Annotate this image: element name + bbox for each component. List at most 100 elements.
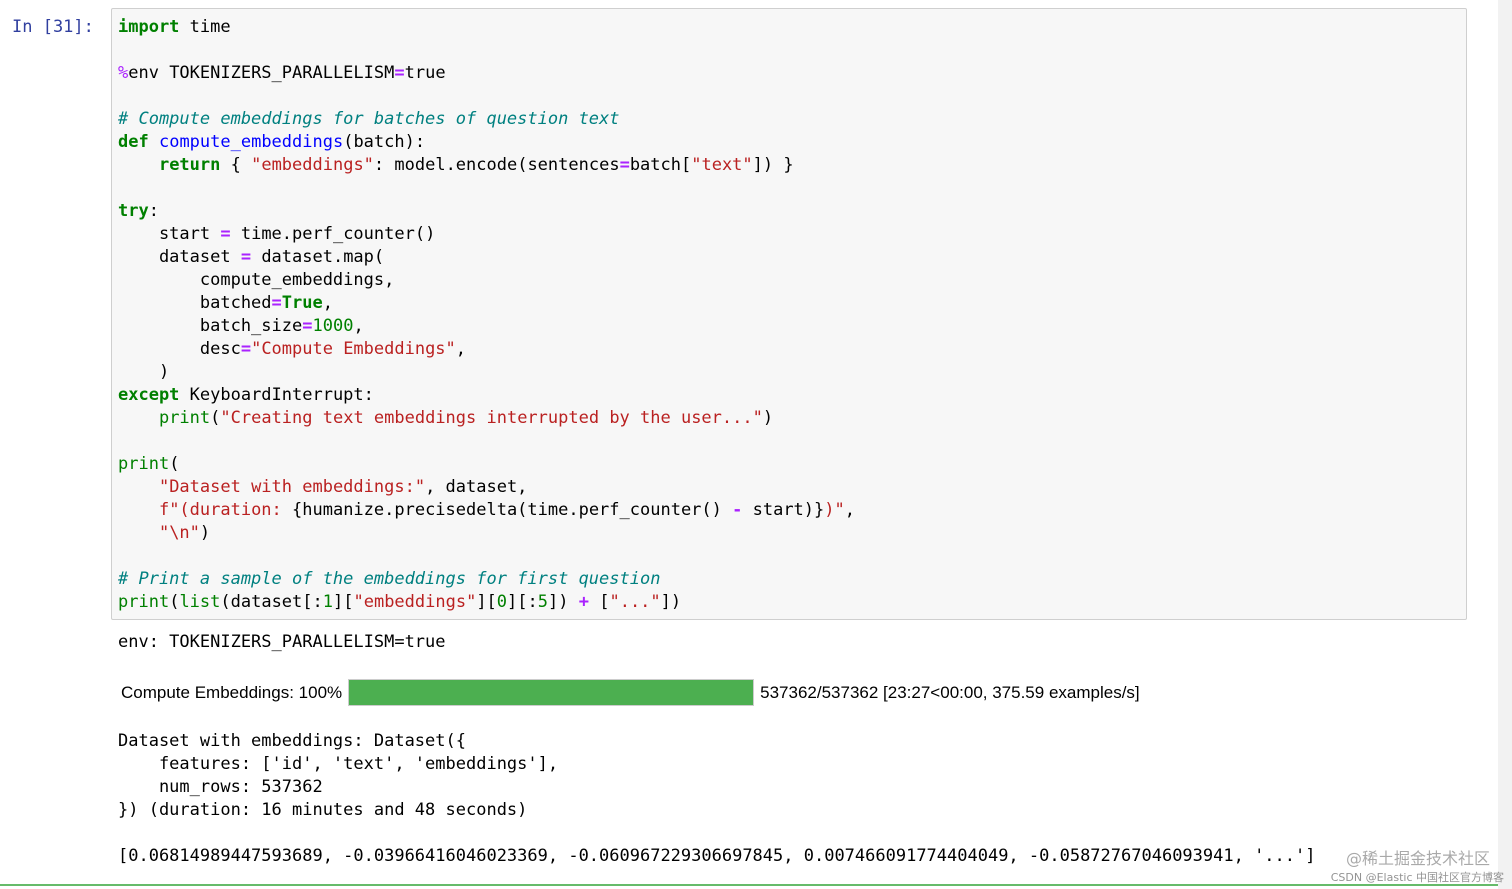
code-token: , dataset,	[425, 477, 528, 497]
code-line: print("Creating text embeddings interrup…	[118, 407, 855, 430]
code-token: # Print a sample of the embeddings for f…	[118, 569, 661, 589]
code-token: True	[281, 293, 323, 313]
code-token	[118, 408, 159, 428]
code-token: (dataset[:	[220, 592, 323, 612]
code-token: =	[302, 316, 313, 336]
code-token: =	[394, 63, 405, 83]
code-token: "\n"	[158, 523, 200, 543]
code-token: "Compute Embeddings"	[251, 339, 456, 359]
code-token: ,	[353, 316, 364, 336]
code-token	[118, 500, 159, 520]
code-line: compute_embeddings,	[118, 269, 855, 292]
code-line: f"(duration: {humanize.precisedelta(time…	[118, 499, 855, 522]
code-token	[149, 132, 159, 152]
code-line: except KeyboardInterrupt:	[118, 384, 855, 407]
code-token: env TOKENIZERS_PARALLELISM	[128, 63, 395, 83]
code-token: return	[158, 155, 221, 175]
code-line	[118, 39, 855, 62]
code-token: compute_embeddings	[158, 132, 344, 152]
code-token: def	[118, 132, 149, 152]
code-line: start = time.perf_counter()	[118, 223, 855, 246]
output-embedding-sample: [0.06814989447593689, -0.039664160460233…	[118, 846, 1316, 866]
code-line: batch_size=1000,	[118, 315, 855, 338]
code-token: start)}	[742, 500, 825, 520]
code-token: (	[210, 408, 221, 428]
code-token: {humanize.precisedelta(time.perf_counter…	[292, 500, 733, 520]
code-editor[interactable]: import time%env TOKENIZERS_PARALLELISM=t…	[118, 16, 855, 614]
code-line: # Compute embeddings for batches of ques…	[118, 108, 855, 131]
code-token: time	[179, 17, 231, 37]
code-token: import	[118, 17, 180, 37]
progress-stats: 537362/537362 [23:27<00:00, 375.59 examp…	[760, 682, 1140, 702]
code-token: "Dataset with embeddings:"	[158, 477, 426, 497]
code-token: ][	[476, 592, 497, 612]
scrollbar[interactable]	[1498, 0, 1512, 889]
code-line: # Print a sample of the embeddings for f…	[118, 568, 855, 591]
code-token: (	[169, 592, 180, 612]
code-token: =	[619, 155, 630, 175]
code-token: 5	[537, 592, 549, 612]
code-token: ][	[333, 592, 354, 612]
code-token: KeyboardInterrupt:	[179, 385, 374, 405]
code-token: %	[118, 63, 129, 83]
code-line	[118, 545, 855, 568]
code-token: true	[404, 63, 446, 83]
code-token: =	[220, 224, 231, 244]
cell-selection-border	[0, 884, 1498, 886]
code-token: 1000	[312, 316, 354, 336]
code-token: ])	[548, 592, 579, 612]
code-line: desc="Compute Embeddings",	[118, 338, 855, 361]
code-token: try	[118, 201, 149, 221]
code-token: )"	[824, 500, 845, 520]
code-token: ,	[455, 339, 467, 359]
code-token: 1	[322, 592, 333, 612]
code-token: {	[220, 155, 252, 175]
code-token: print	[118, 454, 170, 474]
code-token: ,	[844, 500, 855, 520]
code-token: start	[118, 224, 221, 244]
code-token: ])	[660, 592, 682, 612]
code-line: %env TOKENIZERS_PARALLELISM=true	[118, 62, 855, 85]
watermark-juejin: @稀土掘金技术社区	[1345, 849, 1490, 868]
code-token: +	[578, 592, 589, 612]
code-token: ,	[322, 293, 333, 313]
code-line: def compute_embeddings(batch):	[118, 131, 855, 154]
code-token: except	[118, 385, 180, 405]
code-token: "text"	[691, 155, 753, 175]
code-token	[118, 523, 159, 543]
code-token: ]) }	[752, 155, 794, 175]
code-token: : model.encode(sentences	[373, 155, 620, 175]
code-token: print	[158, 408, 211, 428]
code-token: list	[179, 592, 221, 612]
code-token: [	[588, 592, 610, 612]
code-line: dataset = dataset.map(	[118, 246, 855, 269]
output-dataset-summary: Dataset with embeddings: Dataset({ featu…	[118, 731, 559, 820]
code-token: batch_size	[118, 316, 303, 336]
code-line	[118, 430, 855, 453]
code-token: f"(duration:	[158, 500, 293, 520]
code-line	[118, 177, 855, 200]
code-token	[118, 155, 159, 175]
code-token: 0	[496, 592, 508, 612]
code-line	[118, 85, 855, 108]
code-cell-input[interactable]: import time%env TOKENIZERS_PARALLELISM=t…	[111, 8, 1467, 620]
code-line: "\n")	[118, 522, 855, 545]
code-line: import time	[118, 16, 855, 39]
code-token: (batch):	[343, 132, 426, 152]
code-token: :	[148, 201, 159, 221]
code-token: "..."	[609, 592, 661, 612]
code-line: )	[118, 361, 855, 384]
progress-row: Compute Embeddings: 100% 537362/537362 […	[121, 679, 1140, 706]
code-line: batched=True,	[118, 292, 855, 315]
progress-label: Compute Embeddings: 100%	[121, 682, 343, 702]
code-token: =	[271, 293, 282, 313]
code-line: try:	[118, 200, 855, 223]
code-line: print(list(dataset[:1]["embeddings"][0][…	[118, 591, 855, 614]
code-token: print	[118, 592, 170, 612]
code-token: desc	[118, 339, 241, 359]
code-token: batch[	[629, 155, 692, 175]
code-token: ][:	[507, 592, 538, 612]
code-token: time.perf_counter()	[230, 224, 436, 244]
code-token	[118, 477, 159, 497]
progress-bar	[348, 679, 755, 706]
